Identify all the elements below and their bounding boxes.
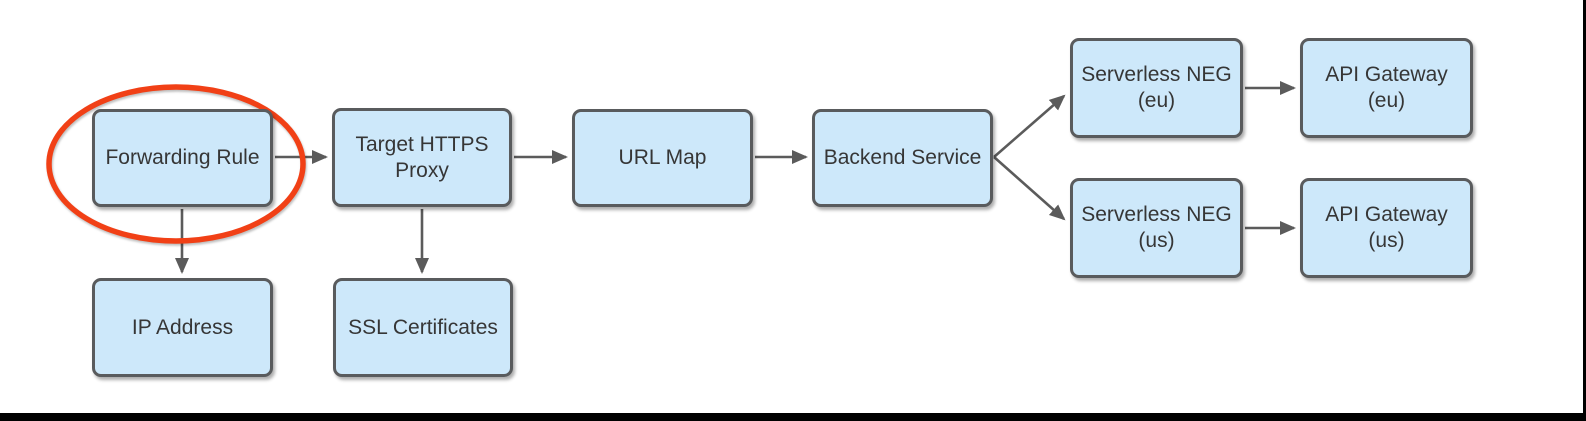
right-frame-bar [1583, 0, 1586, 421]
node-ssl-certificates: SSL Certificates [333, 278, 513, 377]
node-serverless-neg-us: Serverless NEG (us) [1070, 178, 1243, 278]
node-forwarding-rule: Forwarding Rule [92, 109, 273, 207]
node-api-gateway-eu: API Gateway (eu) [1300, 38, 1473, 138]
node-backend-service: Backend Service [812, 109, 993, 207]
node-api-gateway-us: API Gateway (us) [1300, 178, 1473, 278]
node-serverless-neg-eu: Serverless NEG (eu) [1070, 38, 1243, 138]
node-url-map: URL Map [572, 109, 753, 207]
bottom-frame-bar [0, 413, 1586, 421]
node-ip-address: IP Address [92, 278, 273, 377]
edge-backend-service-to-serverless-neg-us [993, 156, 1066, 221]
edge-backend-service-to-serverless-neg-eu [993, 94, 1066, 158]
node-target-https-proxy: Target HTTPS Proxy [332, 108, 512, 207]
